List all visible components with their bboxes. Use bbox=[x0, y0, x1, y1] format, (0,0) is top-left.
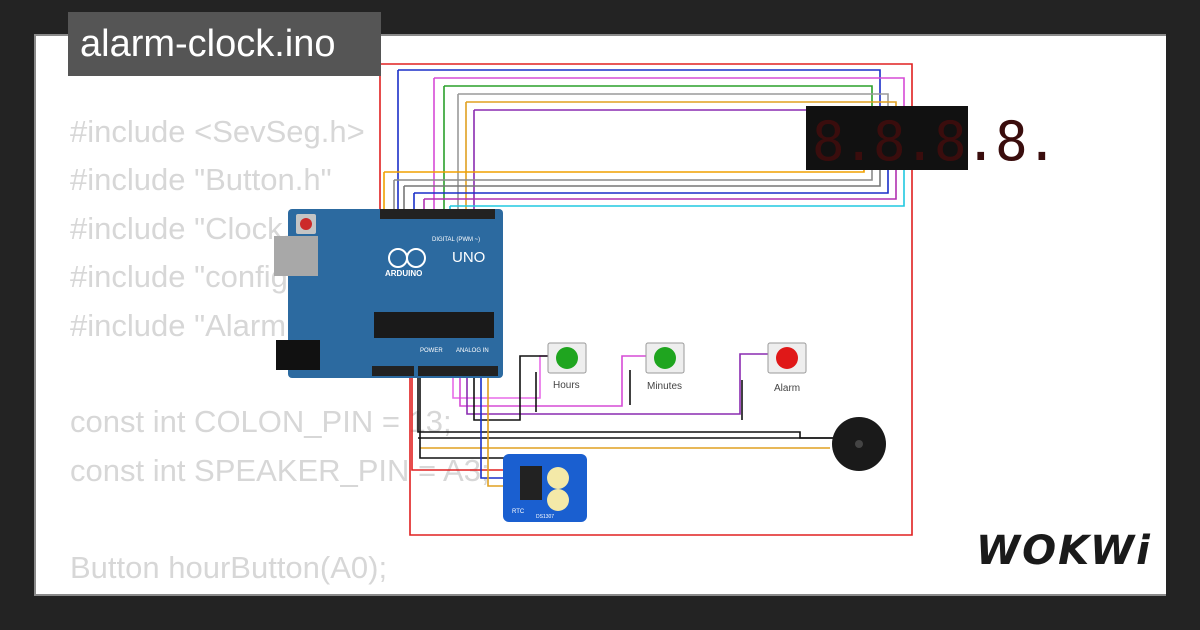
digital-header-label: DIGITAL (PWM ~) bbox=[432, 237, 480, 243]
alarm-button-cap[interactable] bbox=[776, 347, 798, 369]
rtc-label: RTC bbox=[512, 509, 525, 515]
minutes-button-cap[interactable] bbox=[654, 347, 676, 369]
display-digits: 8.8.8.8. bbox=[812, 110, 1056, 173]
project-title: alarm-clock.ino bbox=[68, 12, 381, 76]
code-preview: #include <SevSeg.h>#include "Button.h"#i… bbox=[70, 108, 490, 594]
rtc-module: RTC DS1307 bbox=[503, 454, 587, 522]
wokwi-logo: WOKWi bbox=[976, 528, 1152, 574]
code-line: #include <SevSeg.h> bbox=[70, 114, 365, 149]
minutes-button-label: Minutes bbox=[647, 381, 682, 392]
code-line: Button hourButton(A0); bbox=[70, 549, 388, 585]
code-line: #include "Button.h" bbox=[70, 162, 332, 198]
analog-header-label: ANALOG IN bbox=[456, 348, 489, 354]
rtc-chip-label: DS1307 bbox=[536, 514, 554, 520]
push-button-minutes: Minutes bbox=[645, 342, 685, 392]
alarm-button-label: Alarm bbox=[774, 383, 800, 394]
board-brand-label: ARDUINO bbox=[385, 269, 422, 278]
hours-button-cap[interactable] bbox=[556, 347, 578, 369]
arduino-uno-board: DIGITAL (PWM ~) UNO ARDUINO POWER ANALOG… bbox=[274, 209, 503, 378]
hours-button-label: Hours bbox=[553, 380, 580, 391]
code-line: const int COLON_PIN = 13; bbox=[70, 404, 452, 440]
board-model-label: UNO bbox=[452, 249, 485, 266]
push-button-alarm: Alarm bbox=[767, 342, 807, 394]
code-line: const int SPEAKER_PIN = A3; bbox=[70, 452, 490, 488]
power-header-label: POWER bbox=[420, 348, 443, 354]
seven-segment-display: 8.8.8.8. bbox=[806, 106, 1058, 173]
preview-card: #include <SevSeg.h>#include "Button.h"#i… bbox=[34, 34, 1166, 596]
buzzer bbox=[832, 417, 886, 471]
push-button-hours: Hours bbox=[547, 342, 587, 391]
